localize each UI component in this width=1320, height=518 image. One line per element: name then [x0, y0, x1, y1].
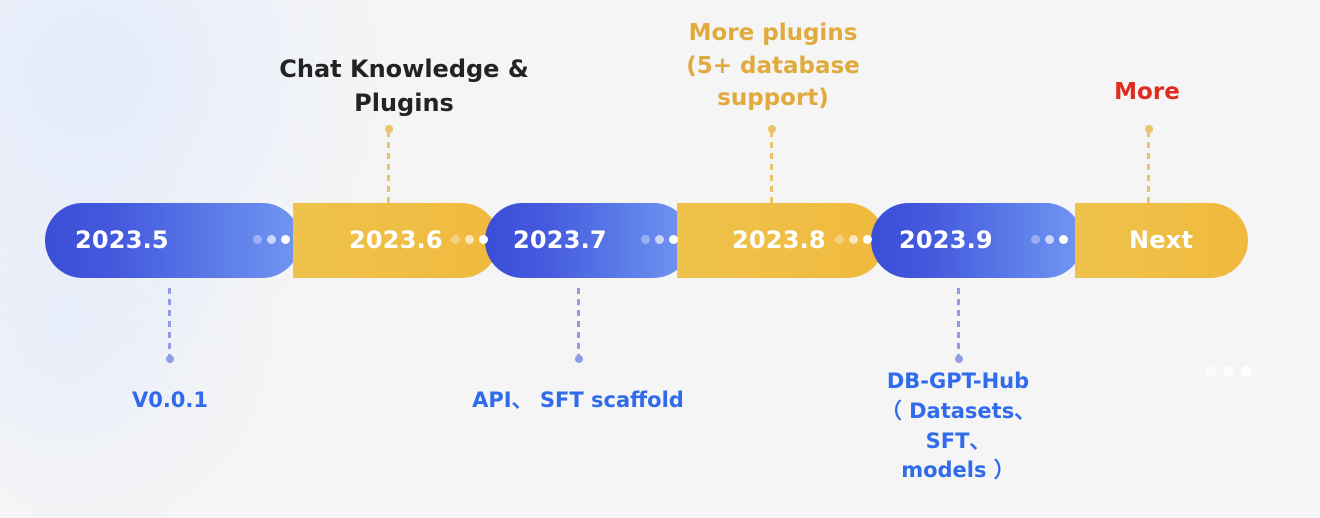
- connector-line: [957, 288, 960, 357]
- connector-more: [1144, 125, 1153, 205]
- timeline-segment-2023-7[interactable]: 2023.7: [485, 200, 698, 281]
- connector-knob-icon: [767, 125, 776, 133]
- connector-chat-knowledge-plugins: [384, 125, 393, 205]
- connector-line: [577, 288, 580, 357]
- timeline-segment-label: 2023.5: [75, 226, 169, 254]
- decorative-dots-icon: [1205, 366, 1252, 377]
- connector-line: [168, 288, 171, 357]
- milestone-label-chat-knowledge-plugins: Chat Knowledge & Plugins: [279, 55, 529, 118]
- segment-ellipsis-icon: [835, 235, 872, 244]
- connector-line: [1147, 131, 1150, 205]
- timeline-segment-label: Next: [1129, 226, 1194, 254]
- connector-db-gpt-hub: [954, 288, 963, 363]
- connector-v001: [165, 288, 174, 363]
- connector-api-sft-scaffold: [574, 288, 583, 363]
- timeline-segment-label: 2023.6: [349, 226, 443, 254]
- connector-line: [387, 131, 390, 205]
- segment-ellipsis-icon: [253, 235, 290, 244]
- milestone-label-api-sft-scaffold: API、 SFT scaffold: [472, 388, 684, 412]
- timeline-segment-2023-5[interactable]: 2023.5: [45, 200, 307, 281]
- connector-knob-icon: [165, 355, 174, 363]
- timeline-segment-label: 2023.7: [513, 226, 607, 254]
- timeline-segment-label: 2023.9: [899, 226, 993, 254]
- segment-ellipsis-icon: [451, 235, 488, 244]
- milestone-label-db-gpt-hub: DB-GPT-Hub （ Datasets、 SFT、 models ）: [880, 369, 1036, 483]
- connector-knob-icon: [954, 355, 963, 363]
- segment-ellipsis-icon: [1031, 235, 1068, 244]
- connector-knob-icon: [574, 355, 583, 363]
- milestone-label-v001: V0.0.1: [131, 388, 209, 412]
- timeline-segment-label: 2023.8: [732, 226, 826, 254]
- segment-body: [1075, 203, 1248, 278]
- timeline-segment-2023-6[interactable]: 2023.6: [293, 200, 506, 281]
- background-gradient-wash-secondary: [0, 120, 300, 518]
- connector-line: [770, 131, 773, 205]
- timeline-bar: 2023.5 2023.6 2023.7 20: [45, 200, 1248, 281]
- connector-more-plugins: [767, 125, 776, 205]
- segment-ellipsis-icon: [641, 235, 678, 244]
- connector-knob-icon: [1144, 125, 1153, 133]
- timeline-segment-2023-9[interactable]: 2023.9: [871, 200, 1090, 281]
- milestone-label-more-plugins: More plugins (5+ database support): [686, 20, 860, 112]
- timeline-segment-2023-8[interactable]: 2023.8: [677, 200, 892, 281]
- milestone-label-more: More: [1114, 79, 1180, 105]
- timeline-segment-next[interactable]: Next: [1075, 203, 1248, 278]
